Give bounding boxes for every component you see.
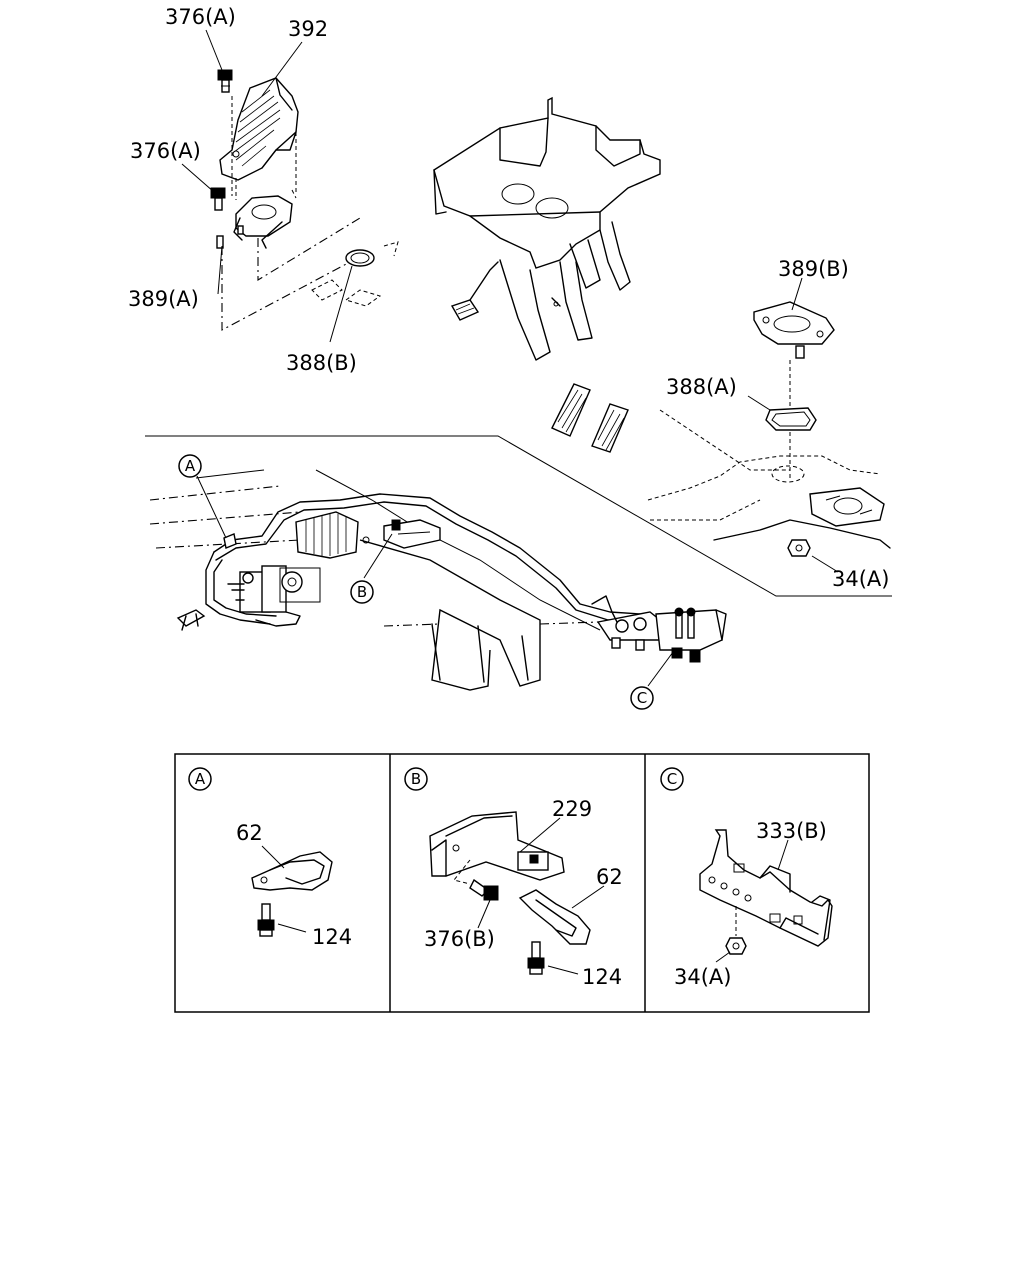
detail-a: A 62 124 — [188, 767, 352, 949]
label-388a: 388(A) — [666, 375, 737, 399]
brake-clutch-pads — [551, 383, 629, 453]
piping-assembly — [145, 435, 892, 691]
bolt-376a-mid — [210, 187, 226, 211]
gasket-388a — [765, 407, 817, 431]
bracket-389b — [753, 301, 835, 359]
bolt-376a-top — [217, 69, 233, 93]
detail-b-callout: B — [411, 770, 421, 788]
detail-a-callout: A — [195, 770, 206, 788]
bracket-333b — [699, 829, 833, 947]
bracket-229 — [429, 811, 565, 885]
detail-c: C 333(B) 34(A) — [660, 767, 833, 989]
nut-34a — [787, 539, 811, 557]
label-34a-main: 34(A) — [832, 567, 889, 591]
label-388b: 388(B) — [286, 351, 357, 375]
callout-b-main-label: B — [357, 583, 367, 601]
junction-block — [591, 595, 727, 663]
detail-b-label-229: 229 — [552, 797, 592, 821]
pedal-support-frame — [433, 96, 661, 361]
clip-62-b — [518, 889, 591, 945]
detail-c-label-333b: 333(B) — [756, 819, 827, 843]
callout-c-main: C — [630, 686, 654, 710]
label-389a: 389(A) — [128, 287, 199, 311]
detail-c-label-34a: 34(A) — [674, 965, 731, 989]
accelerator-pedal-assembly — [210, 41, 399, 343]
label-389b: 389(B) — [778, 257, 849, 281]
detail-b-label-62: 62 — [596, 865, 623, 889]
detail-b-label-376b: 376(B) — [424, 927, 495, 951]
label-392: 392 — [288, 17, 328, 41]
callout-c-main-label: C — [637, 689, 647, 707]
valve-assembly — [227, 565, 321, 627]
floor-area-right — [551, 277, 891, 573]
pedal-pad-392 — [219, 77, 299, 181]
detail-b-label-124: 124 — [582, 965, 622, 989]
detail-panels — [174, 753, 870, 1013]
callout-a-main-label: A — [185, 457, 196, 475]
bolt-376b — [469, 878, 499, 901]
detail-a-label-62: 62 — [236, 821, 263, 845]
detail-a-label-124: 124 — [312, 925, 352, 949]
bolt-124-a — [257, 903, 275, 937]
label-376a-mid: 376(A) — [130, 139, 201, 163]
detail-c-callout: C — [667, 770, 677, 788]
nut-34a-detail — [725, 937, 747, 955]
gasket-388b — [345, 249, 375, 267]
callout-a-main: A — [178, 454, 202, 478]
pipe-damper — [295, 511, 359, 559]
clip-62-a — [251, 851, 333, 891]
callout-b-main: B — [350, 580, 374, 604]
pedal-base-bracket — [216, 195, 293, 249]
bolt-124-b — [527, 941, 545, 975]
detail-b: B 229 62 3 — [404, 767, 623, 989]
label-376a-top: 376(A) — [165, 5, 236, 29]
bracket-b-main — [362, 519, 441, 549]
